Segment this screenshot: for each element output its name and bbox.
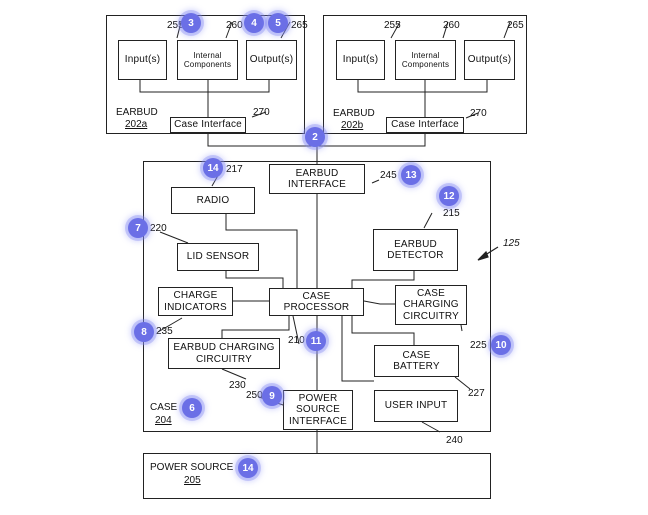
earbud-a-ref-internal: 260	[226, 20, 243, 31]
case-charging-ref: 225	[470, 340, 487, 351]
power-source-title: POWER SOURCE	[150, 462, 234, 473]
annotation-badge-6[interactable]: 6	[182, 398, 202, 418]
earbud-a-label: EARBUD	[116, 107, 158, 118]
earbud-a-outputs-box: Output(s)	[246, 40, 297, 80]
case-battery-box: CASE BATTERY	[374, 345, 459, 377]
lid-sensor-ref: 220	[150, 223, 167, 234]
earbud-b-internal-box: Internal Components	[395, 40, 456, 80]
radio-label: RADIO	[196, 194, 230, 206]
earbud-a-inputs-box: Input(s)	[118, 40, 167, 80]
user-input-label: USER INPUT	[384, 400, 448, 412]
case-processor-line1: CASE	[302, 290, 331, 302]
case-figure-ref: 125	[503, 238, 520, 249]
earbud-interface-line2: INTERFACE	[288, 179, 346, 190]
earbud-a-title: EARBUD	[116, 107, 158, 118]
earbud-b-internal-line2: Components	[401, 60, 450, 69]
earbud-charging-ref: 230	[229, 380, 246, 391]
earbud-charging-line1: EARBUD CHARGING	[173, 342, 275, 353]
earbud-b-ref-internal: 260	[443, 20, 460, 31]
case-title: CASE	[150, 402, 178, 413]
annotation-badge-3[interactable]: 3	[181, 13, 201, 33]
lid-sensor-label: LID SENSOR	[186, 251, 250, 263]
annotation-badge-2[interactable]: 2	[305, 127, 325, 147]
annotation-badge-9[interactable]: 9	[262, 386, 282, 406]
earbud-a-internal-box: Internal Components	[177, 40, 238, 80]
earbud-interface-box: EARBUD INTERFACE	[269, 164, 365, 194]
annotation-badge-13[interactable]: 13	[401, 165, 421, 185]
earbud-b-label: EARBUD	[333, 108, 375, 119]
annotation-badge-14-power[interactable]: 14	[238, 458, 258, 478]
earbud-b-case-interface-label: Case Interface	[391, 119, 459, 131]
earbud-charging-box: EARBUD CHARGING CIRCUITRY	[168, 338, 280, 369]
earbud-b-inputs-box: Input(s)	[336, 40, 385, 80]
case-battery-line1: CASE	[402, 349, 431, 361]
power-source-frame	[143, 453, 491, 499]
power-source-interface-ref: 250	[246, 390, 263, 401]
power-source-interface-line1: POWER	[298, 392, 338, 404]
earbud-b-outputs-box: Output(s)	[464, 40, 515, 80]
annotation-badge-14-radio[interactable]: 14	[203, 158, 223, 178]
annotation-badge-8[interactable]: 8	[134, 322, 154, 342]
earbud-a-frame	[106, 15, 305, 134]
earbud-b-ref-inputs: 255	[384, 20, 401, 31]
earbud-a-internal-line2: Components	[183, 60, 232, 69]
power-source-interface-line2: SOURCE	[296, 404, 340, 416]
charge-indicators-line1: CHARGE	[173, 290, 218, 301]
case-charging-line2: CHARGING	[403, 299, 459, 311]
user-input-box: USER INPUT	[374, 390, 458, 422]
earbud-a-case-interface-label: Case Interface	[174, 119, 242, 131]
earbud-interface-line1: EARBUD	[295, 167, 339, 179]
earbud-interface-ref: 245	[380, 170, 397, 181]
case-charging-line3: CIRCUITRY	[402, 310, 460, 322]
earbud-b-frame	[323, 15, 527, 134]
earbud-b-title: EARBUD	[333, 108, 375, 119]
case-processor-box: CASE PROCESSOR	[269, 288, 364, 316]
earbud-b-id: 202b	[341, 120, 364, 131]
annotation-badge-10[interactable]: 10	[491, 335, 511, 355]
earbud-a-internal-line1: Internal	[193, 50, 222, 60]
earbud-b-outputs-label: Output(s)	[467, 54, 512, 66]
earbud-a-ref-inputs: 255	[167, 20, 184, 31]
case-frame	[143, 161, 491, 432]
case-charging-box: CASE CHARGING CIRCUITRY	[395, 285, 467, 325]
annotation-badge-7[interactable]: 7	[128, 218, 148, 238]
charge-indicators-box: CHARGE INDICATORS	[158, 287, 233, 316]
earbud-b-internal-line1: Internal	[411, 50, 440, 60]
annotation-badge-5[interactable]: 5	[268, 13, 288, 33]
power-source-interface-line3: INTERFACE	[289, 415, 347, 427]
earbud-detector-line1: EARBUD	[394, 238, 437, 250]
case-processor-line2: PROCESSOR	[283, 302, 350, 313]
radio-box: RADIO	[171, 187, 255, 214]
earbud-detector-line2: DETECTOR	[387, 250, 444, 261]
annotation-badge-4[interactable]: 4	[244, 13, 264, 33]
earbud-b-case-interface-box: Case Interface	[386, 117, 464, 133]
earbud-a-id: 202a	[125, 119, 148, 130]
earbud-b-ref-outputs: 265	[507, 20, 524, 31]
case-id: 204	[155, 415, 172, 426]
case-battery-line2: BATTERY	[393, 361, 440, 372]
radio-ref: 217	[226, 164, 243, 175]
case-battery-ref: 227	[468, 388, 485, 399]
earbud-a-inputs-label: Input(s)	[124, 54, 161, 66]
earbud-b-ref-case-interface: 270	[470, 108, 487, 119]
annotation-badge-11[interactable]: 11	[306, 331, 326, 351]
earbud-charging-line2: CIRCUITRY	[195, 353, 253, 365]
annotation-badge-12[interactable]: 12	[439, 186, 459, 206]
user-input-ref: 240	[446, 435, 463, 446]
power-source-interface-box: POWER SOURCE INTERFACE	[283, 390, 353, 430]
lid-sensor-box: LID SENSOR	[177, 243, 259, 271]
earbud-detector-ref: 215	[443, 208, 460, 219]
charge-indicators-ref: 235	[156, 326, 173, 337]
case-charging-line1: CASE	[416, 287, 446, 299]
power-source-id: 205	[184, 475, 201, 486]
earbud-b-inputs-label: Input(s)	[342, 54, 379, 66]
earbud-a-case-interface-box: Case Interface	[170, 117, 246, 133]
earbud-a-ref-case-interface: 270	[253, 107, 270, 118]
earbud-a-ref-outputs: 265	[291, 20, 308, 31]
case-processor-ref: 210	[288, 335, 305, 346]
charge-indicators-line2: INDICATORS	[164, 301, 227, 313]
earbud-detector-box: EARBUD DETECTOR	[373, 229, 458, 271]
earbud-a-outputs-label: Output(s)	[249, 54, 294, 66]
